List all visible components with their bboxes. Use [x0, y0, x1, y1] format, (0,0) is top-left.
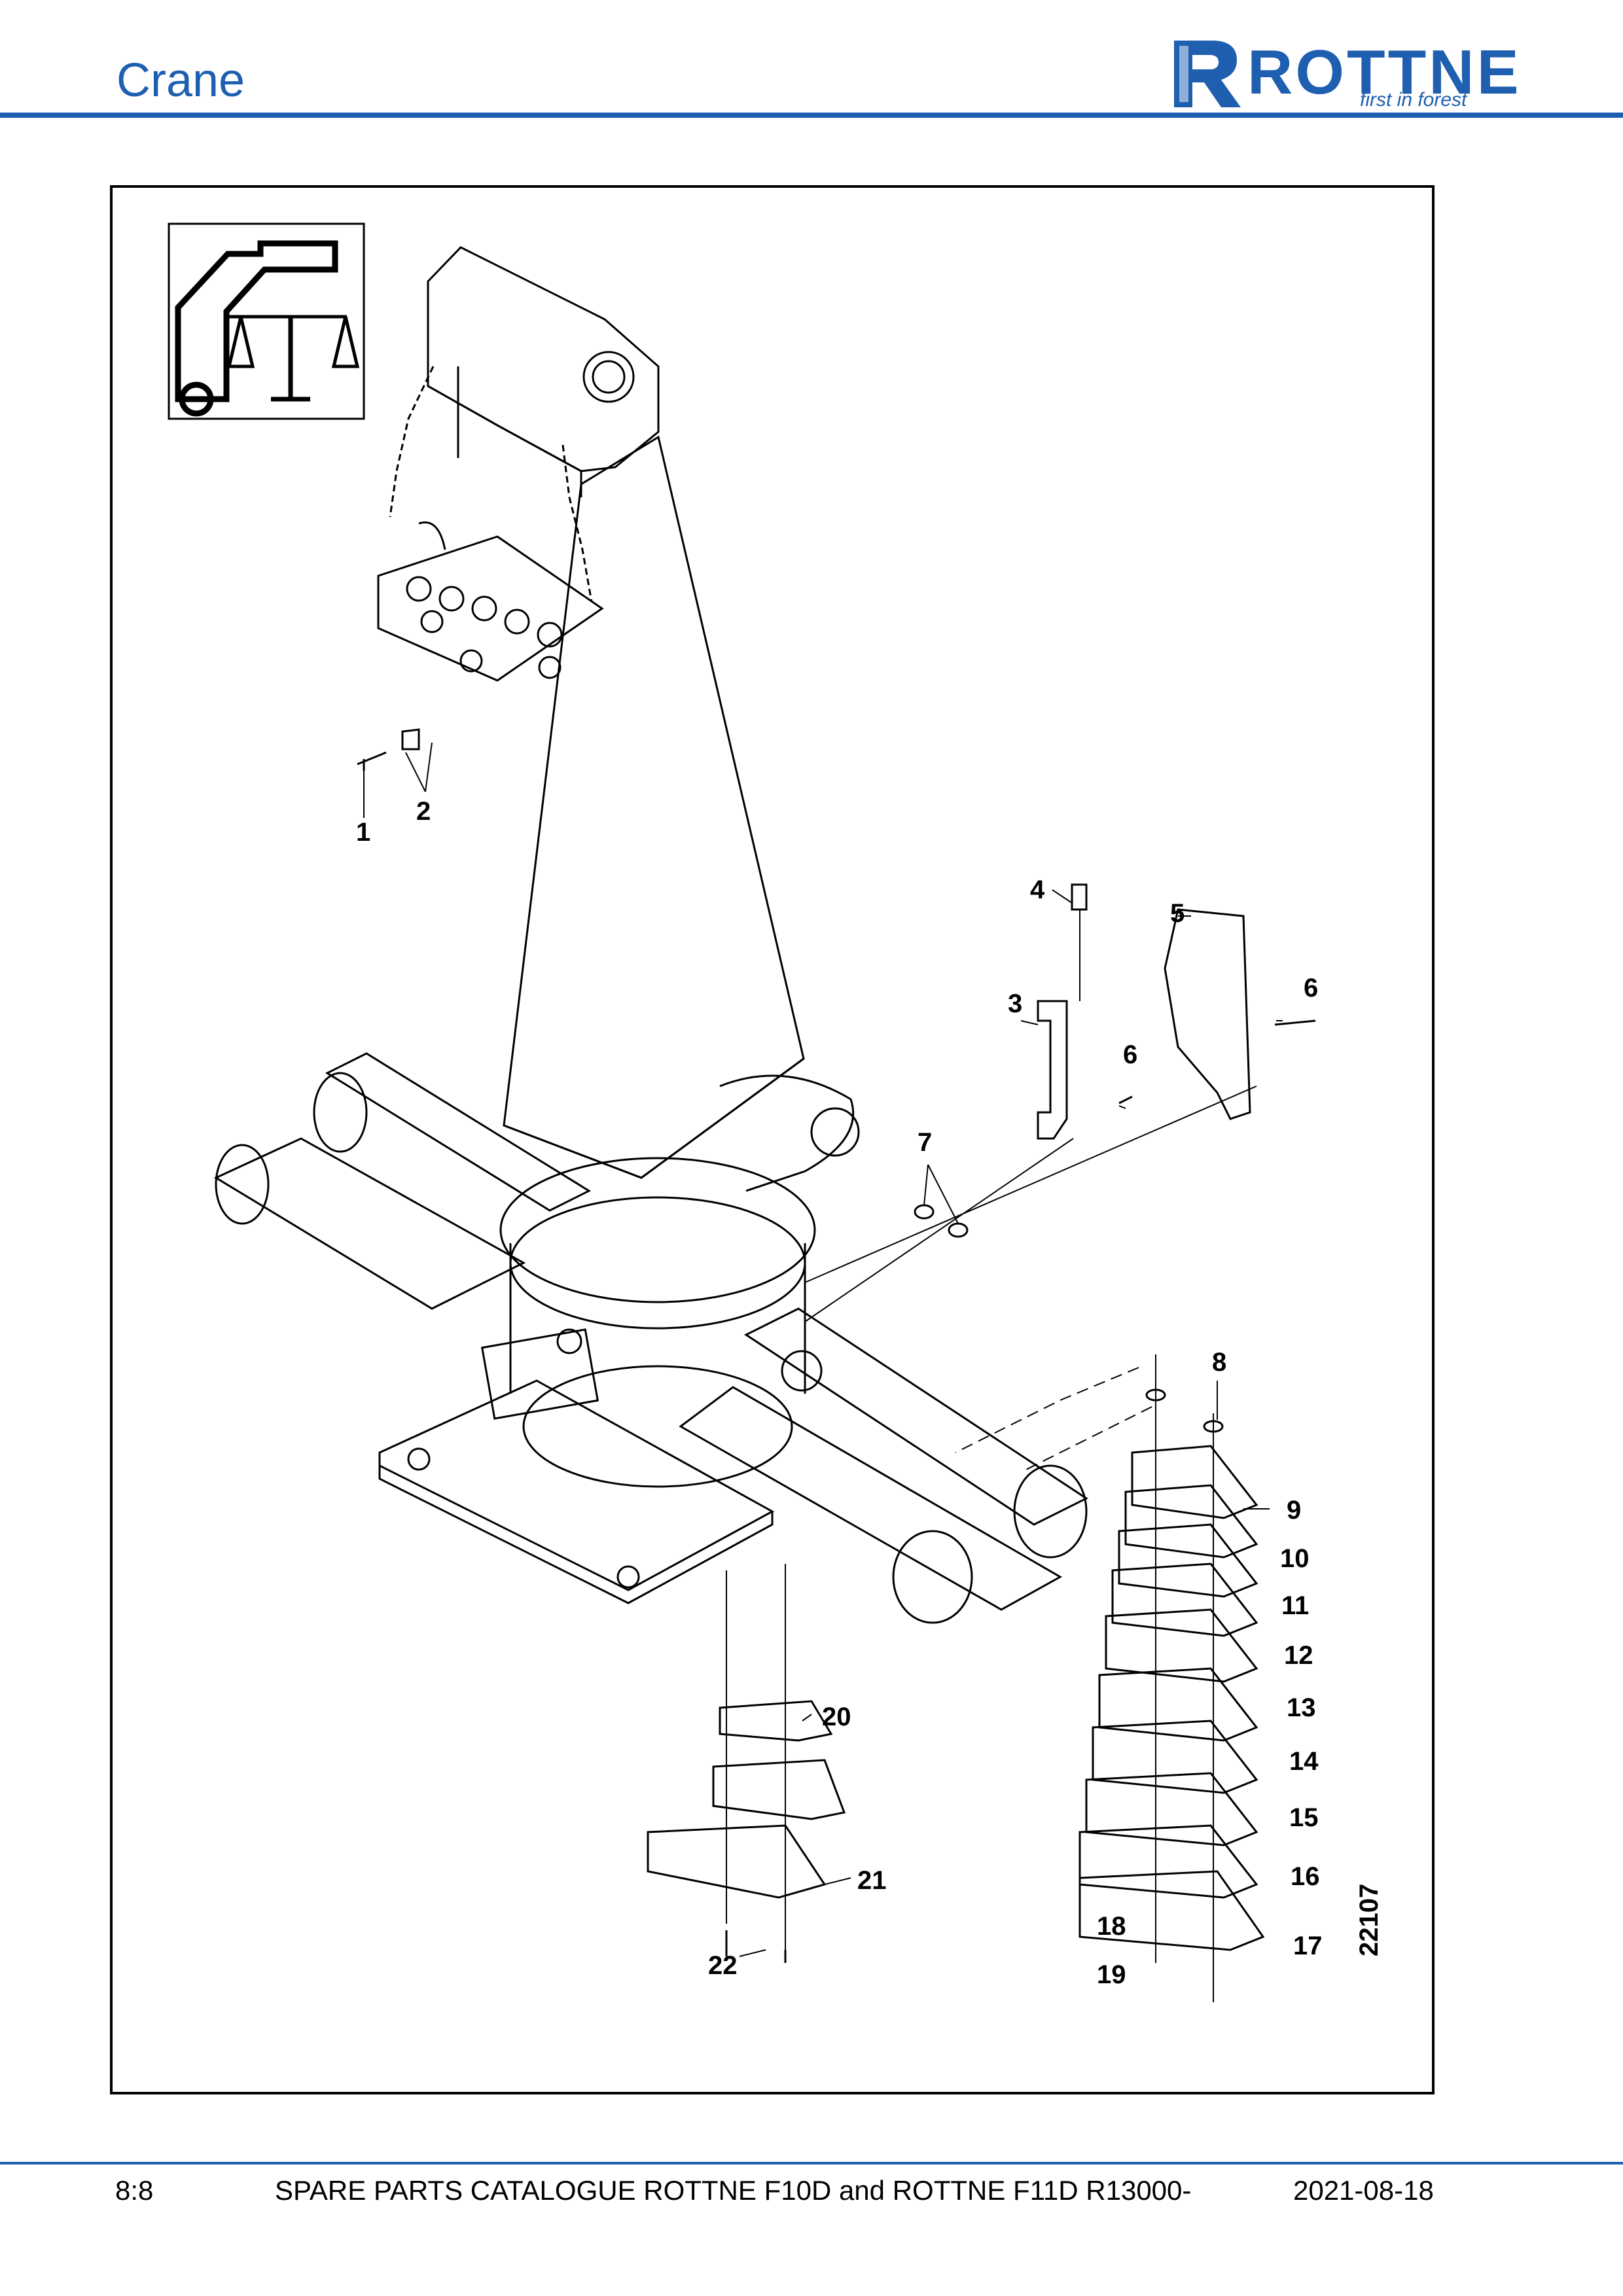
slewing-housing — [378, 1074, 860, 1604]
footer-page: 8:8 — [115, 2175, 154, 2206]
crane-column — [427, 246, 805, 1179]
callout-19: 19 — [1097, 1960, 1126, 1989]
wear-plate-stack — [955, 1354, 1265, 2002]
page-title: Crane — [116, 54, 245, 107]
header-rule — [0, 113, 1623, 118]
footer-document: SPARE PARTS CATALOGUE ROTTNE F10D and RO… — [275, 2175, 1192, 2206]
callout-6a: 6 — [1123, 1040, 1138, 1069]
rottne-r-emblem-icon — [1174, 41, 1241, 107]
callout-16: 16 — [1291, 1862, 1320, 1891]
brand-logo: ROTTNE first in forest — [1169, 34, 1519, 111]
callout-5: 5 — [1170, 899, 1185, 928]
callout-13: 13 — [1287, 1693, 1316, 1722]
hose-valve-block — [377, 366, 604, 682]
callout-15: 15 — [1289, 1803, 1319, 1832]
callout-12: 12 — [1284, 1641, 1313, 1670]
callout-9: 9 — [1287, 1496, 1302, 1525]
figure-number: 22107 — [1355, 1883, 1383, 1956]
callout-2: 2 — [416, 797, 431, 826]
callout-10: 10 — [1280, 1544, 1310, 1573]
callout-7: 7 — [918, 1128, 933, 1157]
callout-21: 21 — [857, 1866, 887, 1895]
callout-22: 22 — [708, 1951, 738, 1980]
wear-plate-lower — [647, 1564, 846, 1963]
callout-11: 11 — [1281, 1591, 1310, 1620]
callout-4: 4 — [1030, 875, 1045, 904]
figure-frame — [110, 185, 1435, 2094]
callout-1: 1 — [356, 818, 371, 847]
slewing-cylinders — [213, 1052, 1088, 1624]
callout-14: 14 — [1289, 1747, 1319, 1776]
brand-tagline: first in forest — [1360, 89, 1467, 111]
crane-balance-icon — [168, 222, 365, 420]
footer-date: 2021-08-18 — [1293, 2175, 1434, 2206]
callout-6b: 6 — [1304, 974, 1319, 1002]
brand-name: ROTTNE — [1247, 37, 1522, 107]
callout-8: 8 — [1212, 1348, 1227, 1377]
sensor-parts — [357, 728, 1316, 1322]
callout-leaders — [363, 742, 1283, 1957]
callout-17: 17 — [1293, 1932, 1323, 1960]
callout-20: 20 — [822, 1703, 851, 1731]
footer-rule — [0, 2162, 1623, 2164]
callout-3: 3 — [1008, 989, 1023, 1018]
callout-18: 18 — [1097, 1912, 1126, 1941]
